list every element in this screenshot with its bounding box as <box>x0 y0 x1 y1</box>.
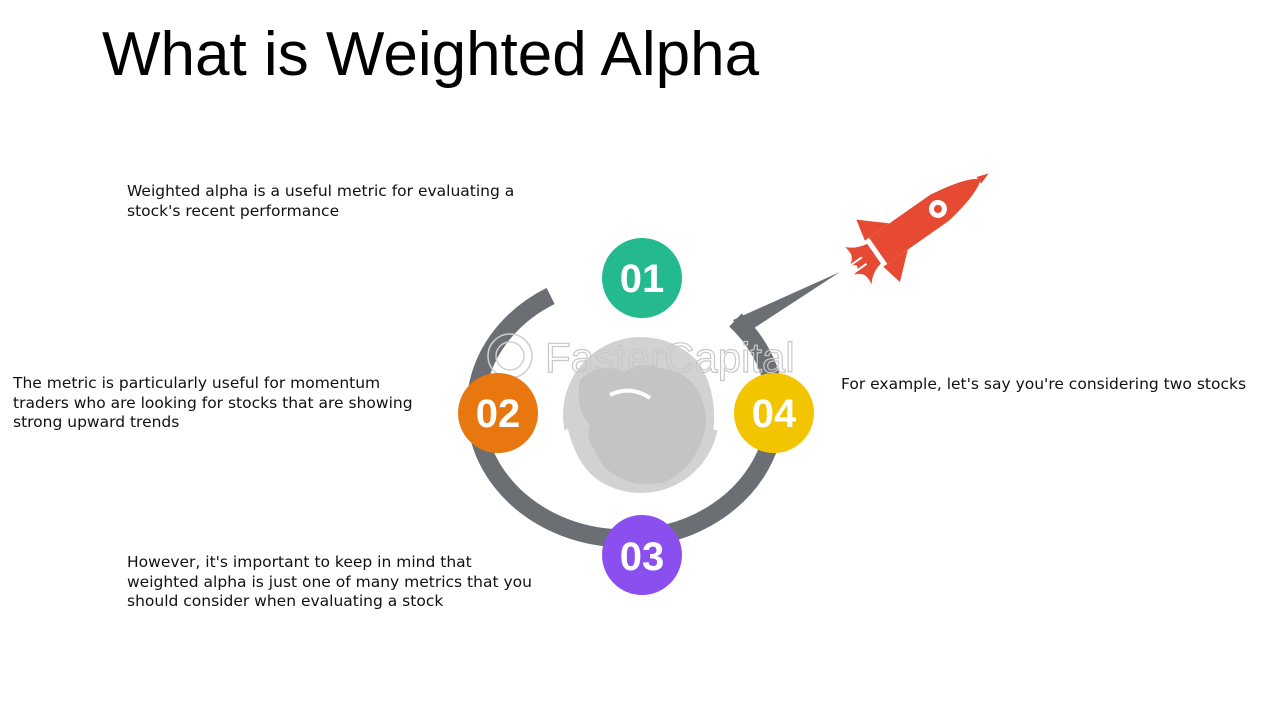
watermark: FasterCapital <box>487 333 795 382</box>
step-03-badge: 03 <box>602 515 682 595</box>
rocket-trail <box>733 272 840 334</box>
step-02-circle <box>458 373 538 453</box>
step-04-text: For example, let's say you're considerin… <box>841 375 1247 393</box>
step-04-number: 04 <box>752 392 797 436</box>
step-01-text: Weighted alpha is a useful metric for ev… <box>127 182 515 220</box>
step-01-number: 01 <box>620 257 665 301</box>
step-03-circle <box>602 515 682 595</box>
step-03-number: 03 <box>620 535 665 579</box>
watermark-text: FasterCapital <box>545 334 795 381</box>
step-03-text: However, it's important to keep in mind … <box>127 553 532 610</box>
step-02-text: The metric is particularly useful for mo… <box>13 374 413 431</box>
step-02-number: 02 <box>476 392 521 436</box>
slide-title: What is Weighted Alpha <box>102 20 760 89</box>
step-01-badge: 01 <box>602 238 682 318</box>
step-01-circle <box>602 238 682 318</box>
step-04-badge: 04 <box>734 373 814 453</box>
step-02-badge: 02 <box>458 373 538 453</box>
step-04-circle <box>734 373 814 453</box>
globe-icon <box>562 337 720 493</box>
rocket-icon <box>845 173 989 285</box>
